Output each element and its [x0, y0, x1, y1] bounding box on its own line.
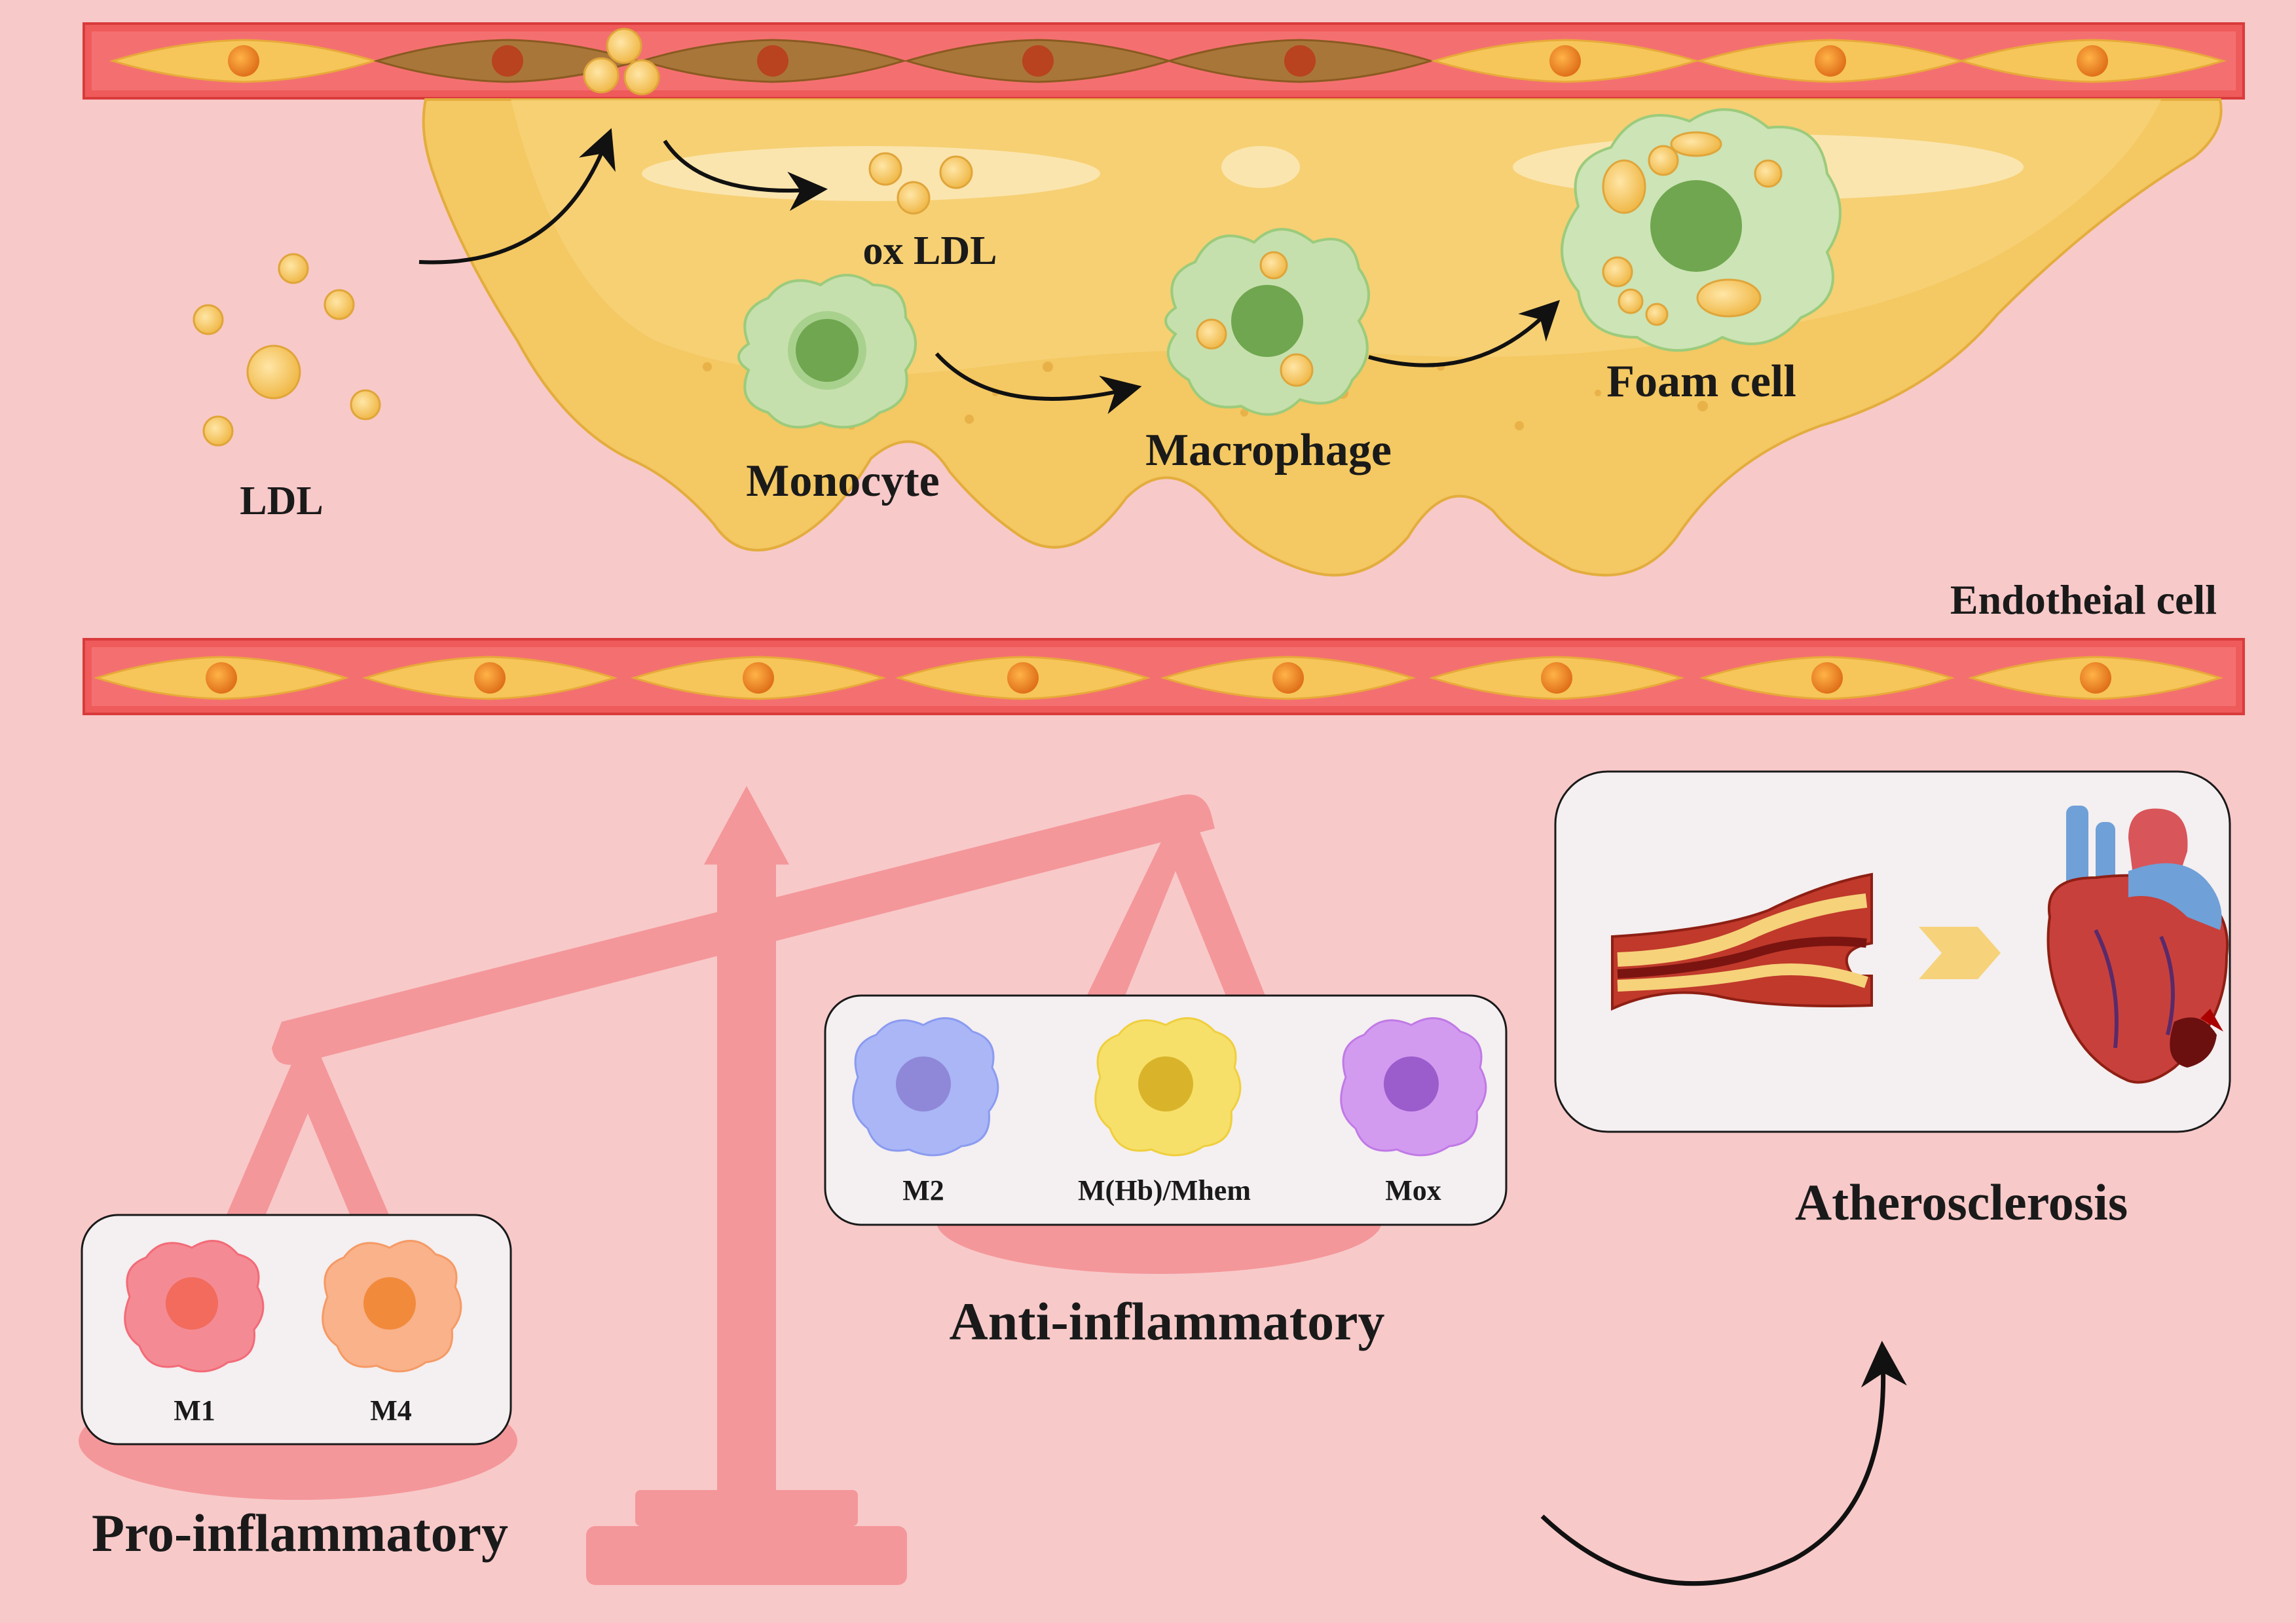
anti-inflammatory-label: Anti-inflammatory	[949, 1292, 1384, 1351]
heart-icon	[2046, 806, 2229, 1084]
foam-cell	[1561, 108, 1842, 352]
m4-label: M4	[370, 1394, 412, 1427]
ox-ldl-label: ox LDL	[863, 229, 997, 273]
pro-inflammatory-label: Pro-inflammatory	[92, 1503, 508, 1563]
macrophage-cell	[1164, 228, 1370, 416]
ldl-crossing-wall	[583, 28, 660, 96]
ldl-label: LDL	[240, 479, 323, 523]
m2-label: M2	[902, 1174, 944, 1206]
monocyte-cell	[737, 274, 917, 429]
atherosclerosis-label: Atherosclerosis	[1795, 1174, 2128, 1231]
atherosclerosis-box	[1554, 770, 2231, 1133]
foam-cell-label: Foam cell	[1606, 356, 1796, 407]
mox-cell	[1340, 1017, 1487, 1157]
top-vessel-wall	[83, 22, 2245, 100]
process-arrows	[418, 128, 1560, 415]
macrophage-label: Macrophage	[1145, 425, 1392, 476]
m1-cell	[124, 1240, 265, 1373]
anti-inflammatory-box: M2 M(Hb)/Mhem Mox	[824, 994, 1508, 1226]
endothelial-cell-label: Endotheial cell	[1950, 576, 2217, 623]
monocyte-label: Monocyte	[746, 456, 939, 506]
m1-label: M1	[174, 1394, 215, 1427]
ldl-particles	[193, 253, 381, 447]
endothelial-cells-top	[109, 39, 2227, 83]
bottom-vessel-wall	[83, 638, 2245, 715]
mox-label: Mox	[1385, 1174, 1441, 1206]
mhem-cell	[1094, 1017, 1242, 1157]
chevron-right-icon	[1919, 927, 2001, 979]
m4-cell	[322, 1240, 462, 1373]
ox-ldl-particles	[868, 152, 973, 215]
m2-cell	[852, 1017, 999, 1157]
mhem-label: M(Hb)/Mhem	[1078, 1174, 1251, 1206]
pro-inflammatory-box: M1 M4	[81, 1214, 512, 1446]
narrowed-artery-icon	[1611, 872, 1873, 1011]
endothelial-cells-bottom	[94, 656, 2223, 700]
curved-arrow	[1540, 1341, 1907, 1586]
